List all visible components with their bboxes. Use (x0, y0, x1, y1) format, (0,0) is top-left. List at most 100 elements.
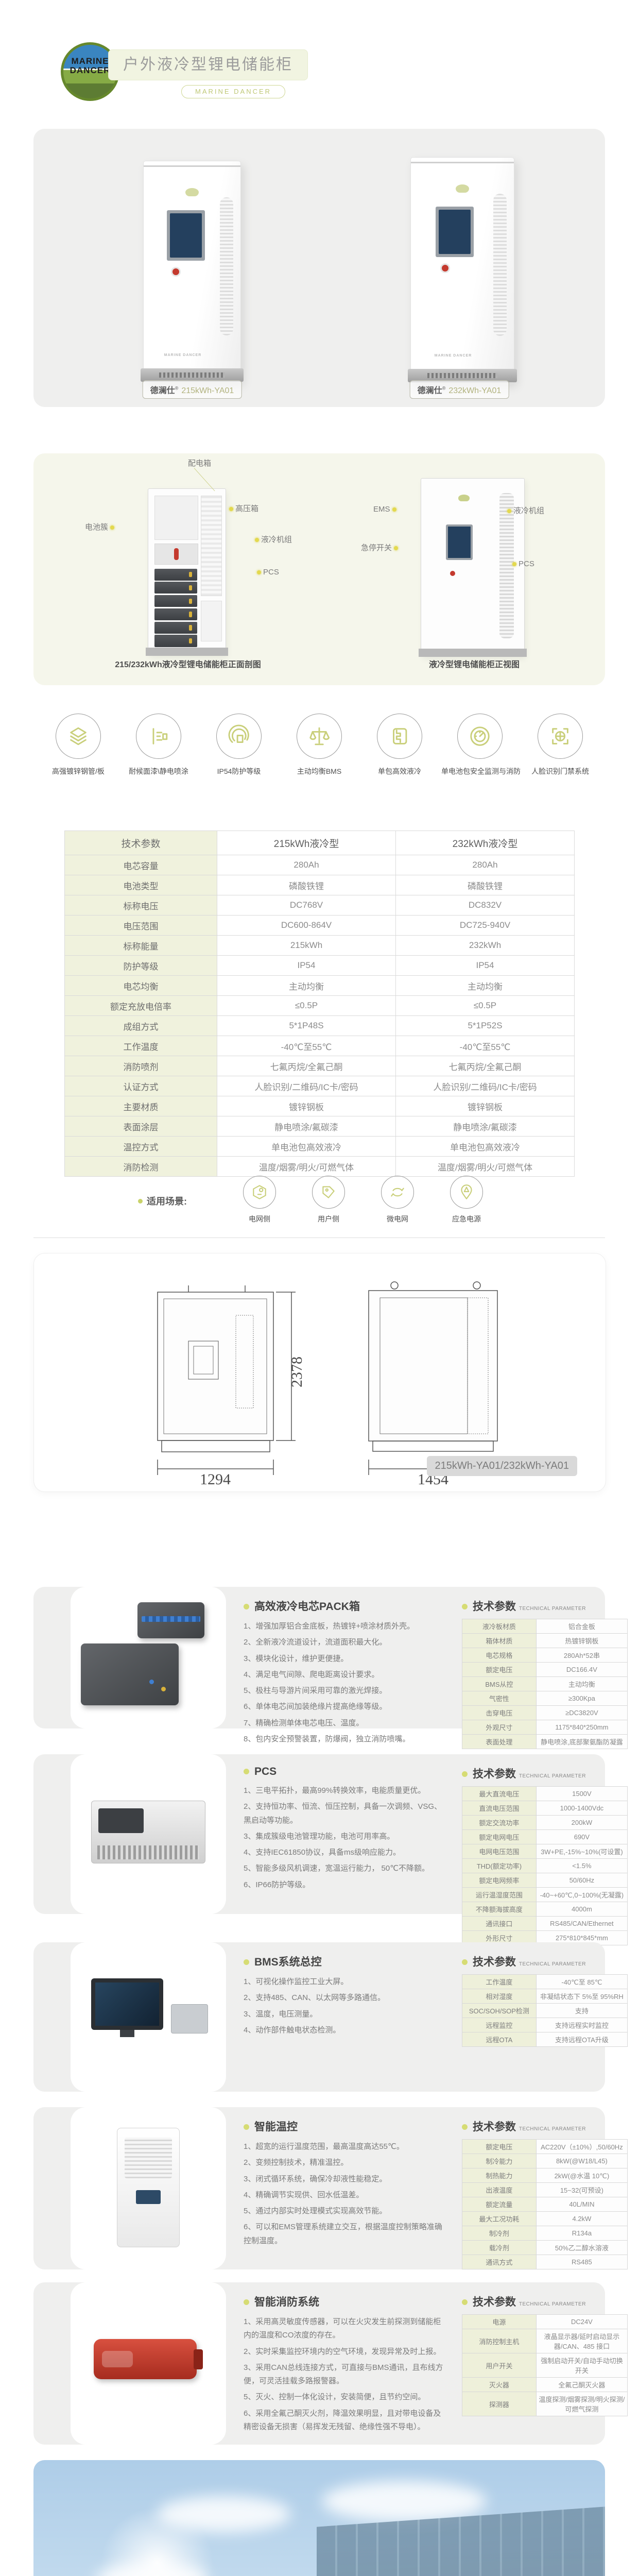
bullet: 3、闭式循环系统，确保冷却液性能稳定。 (244, 2174, 387, 2183)
coil-icon (377, 714, 422, 759)
spec-header-row: 技术参数 215kWh液冷型 232kWh液冷型 (64, 831, 575, 855)
fire-image-panel (71, 2282, 226, 2445)
bms-monitor-image (91, 1978, 163, 2037)
cooling-unit-image (117, 2128, 180, 2247)
pack-image (81, 1643, 179, 1705)
cabinet-screen (436, 207, 474, 257)
layers-icon (56, 714, 101, 759)
installation-photo (33, 2460, 605, 2576)
feature-ip54: IP54防护等级 (200, 714, 278, 776)
params-title: 技术参数 TECHNICAL PARAMETER (462, 1954, 628, 1969)
params-title: 技术参数 TECHNICAL PARAMETER (462, 2119, 628, 2134)
brand-logo-text-top: MARINE (71, 56, 109, 66)
pack-image-panel (71, 1587, 226, 1728)
product-label-232kwh: 德澜仕®232kWh-YA01 (409, 380, 509, 399)
table-row: 用户开关强制启动开关/自动手动切换开关 (462, 2353, 628, 2378)
cabinet-screen (167, 210, 205, 261)
callout-liquid-cooling-unit-2: 液冷机组 (507, 505, 544, 516)
section-pack: 高效液冷电芯PACK箱 1、增强加厚铝合金底板，热镀锌+喷涂材质外壳。 2、全新… (33, 1587, 628, 1749)
bullet: 4、动作部件触电状态检测。 (244, 2025, 341, 2035)
structure-diagram-card: 配电箱 高压箱 电池簇 液冷机组 PCS 215/232kWh液冷型锂电储能柜正… (33, 453, 605, 685)
params-title: 技术参数 TECHNICAL PARAMETER (462, 1766, 628, 1781)
scenario-microgrid: 微电网 (369, 1176, 426, 1224)
bullet: 1、增强加厚铝合金底板，热镀锌+喷涂材质外壳。 (244, 1622, 415, 1631)
feature-face-recognition: 人脸识别门禁系统 (522, 714, 599, 776)
bullet: 7、精确检测单体电芯电压、温度。 (244, 1718, 364, 1727)
table-row: 工作温度-40℃至 85℃ (462, 1974, 628, 1989)
page-subtitle: MARINE DANCER (181, 85, 286, 98)
dimension-height: 2378 (288, 1357, 305, 1387)
table-row: 额定充放电倍率≤0.5P≤0.5P (64, 995, 575, 1016)
table-row: 远程监控支持远程实时监控 (462, 2018, 628, 2032)
bullet: 2、支持485、CAN、以太网等多路通信。 (244, 1993, 386, 2003)
callout-pcs-2: PCS (512, 560, 534, 568)
feature-steel: 高强镀锌钢管/板 (40, 714, 117, 776)
front-view-caption: 液冷型锂电储能柜正视图 (428, 660, 520, 669)
cutaway-diagram (146, 488, 228, 656)
table-row: 表面涂层静电喷涂/氟碳漆静电喷涂/氟碳漆 (64, 1116, 575, 1137)
bullet: 4、满足电气间隙、爬电距离设计要求。 (244, 1670, 379, 1679)
bullet: 1、可视化操作监控工业大屏。 (244, 1977, 349, 1986)
pcs-image (91, 1801, 205, 1863)
callout-estop-switch: 急停开关 (361, 542, 399, 553)
bullet: 2、支持恒功率、恒流、恒压控制，具备一次调频、VSG、黑启动等功能。 (244, 1802, 442, 1825)
callout-hv-box: 高压箱 (229, 503, 258, 514)
spray-icon (136, 714, 181, 759)
table-row: 认证方式人脸识别/二维码/IC卡/密码人脸识别/二维码/IC卡/密码 (64, 1076, 575, 1096)
table-row: 工作温度-40℃至55℃-40℃至55℃ (64, 1036, 575, 1056)
bullet: 1、超宽的运行温度范围，最高温度高达55℃。 (244, 2142, 404, 2151)
emergency-stop-button-icon (172, 268, 180, 275)
product-showcase-card: MARINE DANCER MARINE DANCER 德澜仕®215kWh-Y… (33, 129, 605, 407)
face-id-icon (538, 714, 583, 759)
bms-params-table: 工作温度-40℃至 85℃ 相对湿度非凝结状态下 5%至 95%RH SOC/S… (462, 1974, 628, 2047)
table-row: 电池类型磷酸铁锂磷酸铁锂 (64, 875, 575, 895)
feature-bms: 主动均衡BMS (281, 714, 358, 776)
pcs-text-column: PCS 1、三电平拓扑，最高99%转换效率，电能质量更优。 2、支持恒功率、恒流… (244, 1766, 445, 1894)
cooling-image-panel (71, 2107, 226, 2269)
bullet: 1、采用高灵敏度传感器，可以在火灾发生前探测到储能柜内的温度和CO浓度的存在。 (244, 2317, 441, 2340)
fire-suppression-image (94, 2339, 203, 2379)
balance-scale-icon (297, 714, 342, 759)
feature-icon-row: 高强镀锌钢管/板 耐候面漆\静电喷涂 IP54防护等级 主动均衡BMS 单包高效… (33, 714, 605, 776)
callout-pcs: PCS (257, 568, 279, 577)
cabinet-emblem-icon (456, 184, 469, 193)
params-title: 技术参数 TECHNICAL PARAMETER (462, 2294, 628, 2309)
table-row: 液冷板材质铝合金板 (462, 1619, 628, 1634)
callout-battery-cluster: 电池簇 (85, 521, 115, 532)
table-row: 消防控制主机液晶显示器/延时启动显示器/CAN、485 接口 (462, 2329, 628, 2353)
cooling-text-column: 智能温控 1、超宽的运行温度范围，最高温度高达55℃。 2、变频控制技术，精准温… (244, 2119, 445, 2250)
cabinet-base (141, 368, 244, 382)
feature-coating: 耐候面漆\静电喷涂 (120, 714, 197, 776)
feature-safety-monitor: 单电池包安全监测与消防 (441, 714, 521, 776)
bullet: 4、精确调节实现供、回水低温差。 (244, 2190, 364, 2199)
bullet: 3、采用CAN总线连接方式，可直接与BMS通讯，且布线方便，可灵活挂载多路报警器… (244, 2363, 443, 2385)
bullet: 1、三电平拓扑，最高99%转换效率，电能质量更优。 (244, 1786, 426, 1795)
table-row: 击穿电压≥DC3820V (462, 1705, 628, 1720)
pack-params-column: 技术参数 TECHNICAL PARAMETER 液冷板材质铝合金板 箱体材质热… (462, 1598, 628, 1749)
bullet: 3、温度，电压测量。 (244, 2009, 318, 2019)
callout-distribution-box: 配电箱 (188, 459, 212, 468)
bms-image-panel (71, 1942, 226, 2092)
section-bms: BMS系统总控 1、可视化操作监控工业大屏。 2、支持485、CAN、以太网等多… (33, 1942, 628, 2092)
cabinet-base (408, 369, 517, 382)
callout-liquid-cooling-unit: 液冷机组 (255, 534, 292, 545)
